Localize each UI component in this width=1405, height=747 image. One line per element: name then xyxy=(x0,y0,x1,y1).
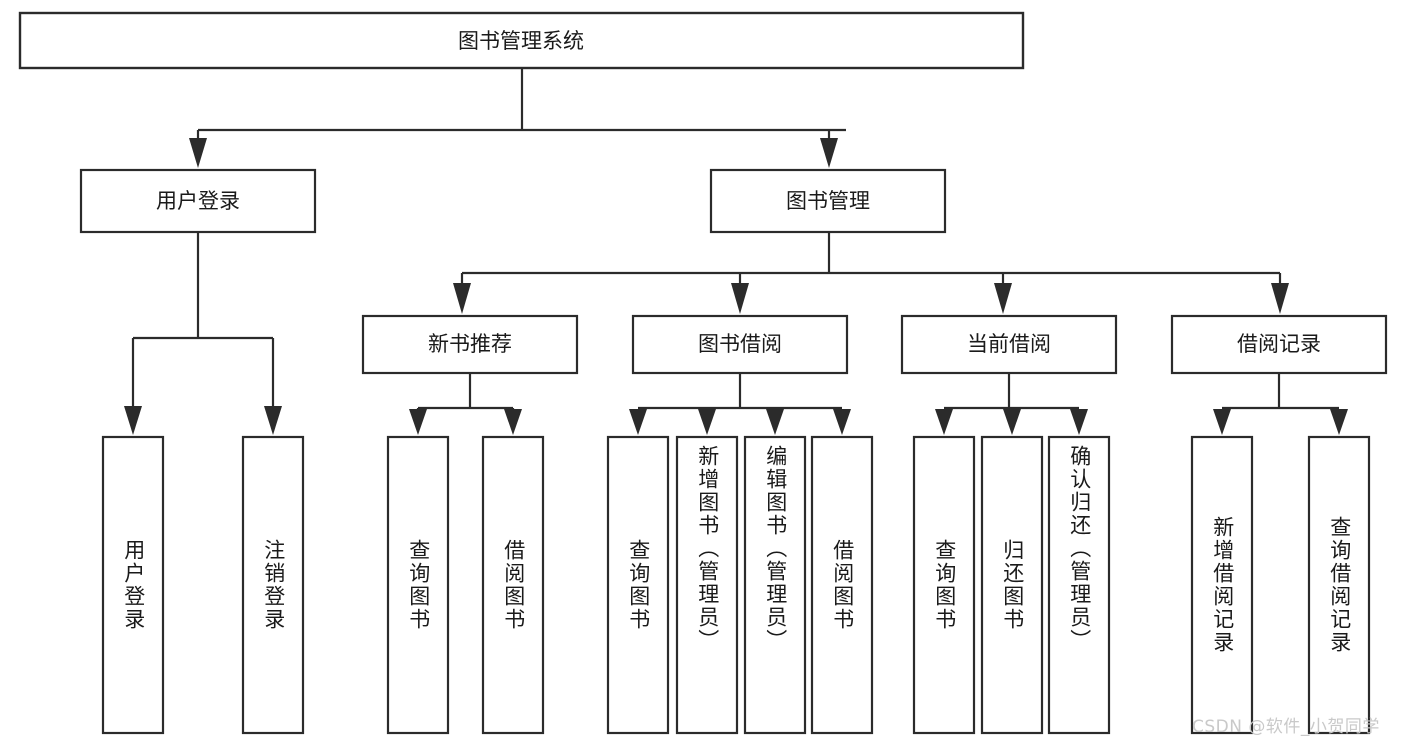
node-root-system-label: 图书管理系统 xyxy=(458,29,584,53)
node-book-manage-label: 图书管理 xyxy=(786,189,870,213)
leaf-box-logout[interactable] xyxy=(241,435,305,735)
arrow-head-borrowrecord-leaf-1 xyxy=(1213,409,1231,435)
leaf-box-borrow-query-book[interactable] xyxy=(606,435,670,735)
arrow-head-bookborrow-leaf-4 xyxy=(833,409,851,435)
arrow-head-newbook-leaf-2 xyxy=(504,409,522,435)
arrow-head-user-login xyxy=(189,138,207,168)
node-root-system-box xyxy=(18,11,1025,70)
leaf-box-current-return-book[interactable] xyxy=(980,435,1044,735)
node-new-book-recommend-label: 新书推荐 xyxy=(428,332,512,356)
node-root-system[interactable]: 图书管理系统 xyxy=(18,11,1025,70)
node-book-borrow[interactable]: 图书借阅 xyxy=(631,314,849,375)
arrow-head-leaf-logout xyxy=(264,406,282,435)
arrow-head-bookborrow-leaf-1 xyxy=(629,409,647,435)
leaf-box-newbook-borrow-book[interactable] xyxy=(481,435,545,735)
leaf-box-user-login[interactable] xyxy=(101,435,165,735)
node-current-borrow-label: 当前借阅 xyxy=(967,332,1051,356)
arrow-head-newbook-leaf-1 xyxy=(409,409,427,435)
node-user-login-label: 用户登录 xyxy=(156,189,240,213)
node-current-borrow[interactable]: 当前借阅 xyxy=(900,314,1118,375)
node-borrow-record-label: 借阅记录 xyxy=(1237,332,1321,356)
leaf-box-current-confirm-return[interactable] xyxy=(1047,435,1111,735)
leaf-box-group xyxy=(101,435,1371,735)
node-new-book-recommend[interactable]: 新书推荐 xyxy=(361,314,579,375)
node-user-login[interactable]: 用户登录 xyxy=(79,168,317,234)
watermark-text: CSDN @软件_小贺同学 xyxy=(1192,717,1380,737)
arrow-head-currentborrow-leaf-3 xyxy=(1070,409,1088,435)
node-book-borrow-box xyxy=(631,314,849,375)
arrow-head-new-book xyxy=(453,283,471,314)
node-borrow-record-box xyxy=(1170,314,1388,375)
arrow-head-bookborrow-leaf-3 xyxy=(766,409,784,435)
leaf-box-borrow-borrow-book[interactable] xyxy=(810,435,874,735)
node-book-borrow-label: 图书借阅 xyxy=(698,332,782,356)
leaf-box-newbook-query-book[interactable] xyxy=(386,435,450,735)
arrow-head-book-borrow xyxy=(731,283,749,314)
arrow-head-currentborrow-leaf-2 xyxy=(1003,409,1021,435)
arrow-head-book-manage xyxy=(820,138,838,168)
leaf-box-borrow-add-book[interactable] xyxy=(675,435,739,735)
node-book-manage[interactable]: 图书管理 xyxy=(709,168,947,234)
node-current-borrow-box xyxy=(900,314,1118,375)
arrow-head-currentborrow-leaf-1 xyxy=(935,409,953,435)
node-new-book-recommend-box xyxy=(361,314,579,375)
arrow-head-current-borrow xyxy=(994,283,1012,314)
node-user-login-box xyxy=(79,168,317,234)
arrow-head-bookborrow-leaf-2 xyxy=(698,409,716,435)
leaf-box-record-add[interactable] xyxy=(1190,435,1254,735)
leaf-box-record-query[interactable] xyxy=(1307,435,1371,735)
leaf-box-current-query-book[interactable] xyxy=(912,435,976,735)
arrow-head-borrow-record xyxy=(1271,283,1289,314)
connector-group xyxy=(124,68,1348,435)
leaf-box-borrow-edit-book[interactable] xyxy=(743,435,807,735)
arrow-head-borrowrecord-leaf-2 xyxy=(1330,409,1348,435)
node-book-manage-box xyxy=(709,168,947,234)
arrow-head-leaf-user-login xyxy=(124,406,142,435)
node-borrow-record[interactable]: 借阅记录 xyxy=(1170,314,1388,375)
